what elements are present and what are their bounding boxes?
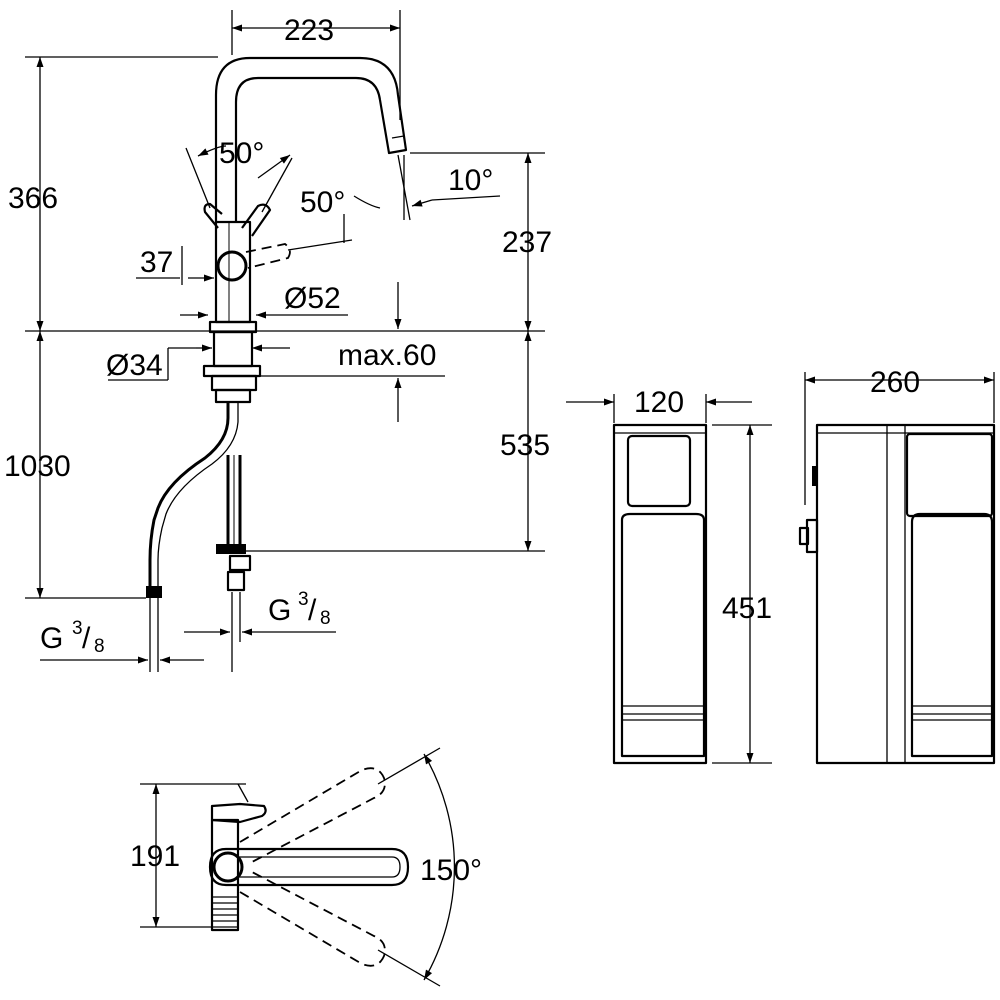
dim-lever-angle-right: 50° (300, 186, 345, 219)
dim-swivel-angle: 150° (420, 854, 482, 887)
svg-text:/: / (82, 622, 91, 655)
dim-height-total: 366 (8, 182, 58, 215)
handle-knob (216, 250, 248, 282)
dim-handle-offset: 37 (140, 246, 173, 279)
faucet-side-view: 223 366 1030 237 535 50° 50° 10° (4, 10, 552, 672)
svg-text:8: 8 (320, 608, 331, 629)
faucet-top-view: 191 150° (130, 747, 482, 987)
chiller-unit-side-view: 260 (798, 366, 996, 765)
svg-text:3: 3 (298, 589, 309, 610)
spout-outline (214, 56, 408, 222)
mounting-nut (202, 364, 262, 378)
label-connection-left: G 3 / 8 (40, 618, 105, 657)
svg-text:G: G (268, 594, 291, 627)
lever-swing-dashed (245, 243, 291, 269)
dim-max-counter-thickness: max.60 (338, 339, 436, 372)
dim-chiller-width: 260 (870, 366, 920, 399)
top-view-thread (212, 902, 238, 922)
top-view-spout (208, 847, 410, 887)
dim-spout-reach: 223 (284, 14, 334, 47)
filter-cartridge (620, 512, 706, 758)
dim-filter-height: 451 (722, 592, 772, 625)
filter-unit-front-view: 120 451 (566, 386, 772, 765)
filter-display-window (626, 434, 692, 508)
top-view-lever (210, 802, 267, 824)
svg-text:/: / (308, 594, 317, 627)
svg-text:8: 8 (94, 636, 105, 657)
dim-top-view-depth: 191 (130, 840, 180, 873)
dim-lever-angle-left: 50° (219, 137, 264, 170)
supply-hose-curved (148, 402, 230, 588)
label-connection-right: G 3 / 8 (268, 589, 331, 629)
svg-text:G: G (40, 622, 63, 655)
top-view-spout-swing-lower (239, 871, 386, 967)
dim-spout-height: 237 (502, 226, 552, 259)
dim-body-diameter: Ø52 (284, 282, 341, 315)
top-view-spout-swing-upper (239, 767, 386, 863)
dim-filter-width: 120 (634, 386, 684, 419)
svg-text:3: 3 (72, 618, 83, 639)
dim-below-counter: 535 (500, 429, 550, 462)
lever-upright (241, 203, 272, 237)
dim-shank-diameter: Ø34 (106, 349, 163, 382)
dim-spout-tilt: 10° (448, 164, 493, 197)
dim-hose-length: 1030 (4, 450, 71, 483)
